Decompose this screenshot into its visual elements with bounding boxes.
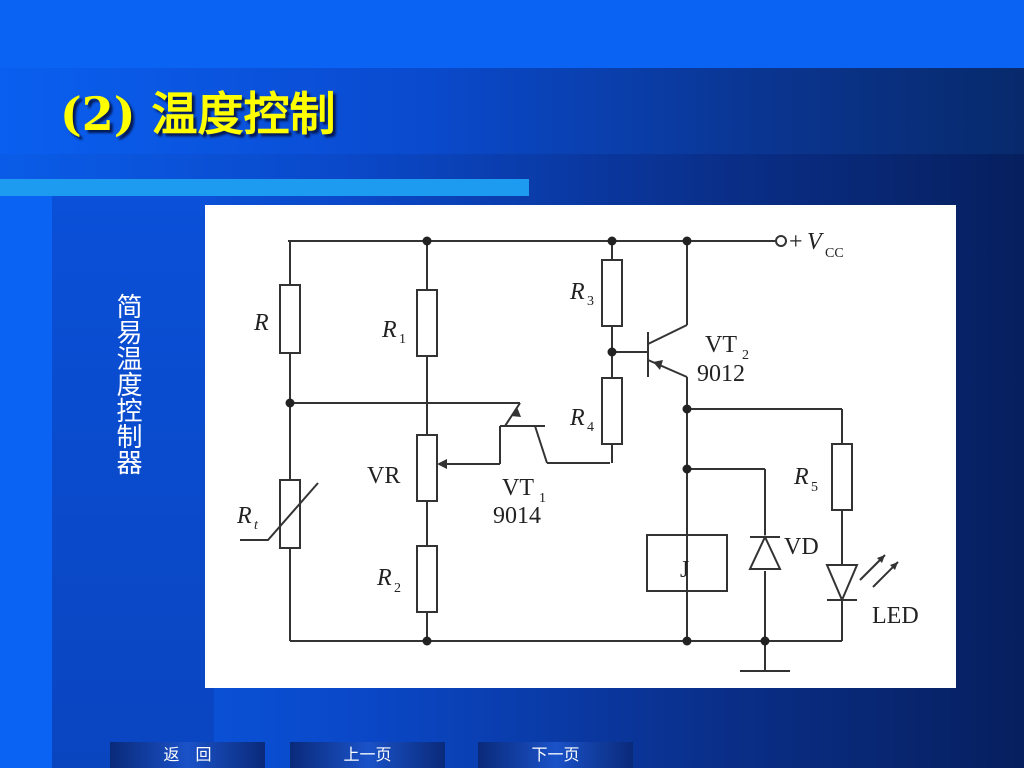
label-VD: VD [784,534,819,560]
label-VT2: VT [705,332,737,358]
label-VT2-model: 9012 [697,361,745,387]
label-vcc: V [807,229,824,255]
resistor-R2 [416,545,438,613]
label-R4-sub: 4 [587,420,594,435]
resistor-R4 [601,377,623,445]
resistor-R [279,284,301,354]
junction-dots [285,236,770,646]
label-R1: R [381,317,397,343]
back-button[interactable]: 返 回 [110,742,265,768]
accent-bar [0,179,529,196]
label-Rt: R [236,503,252,529]
label-vcc-plus: + [789,229,803,255]
label-R5: R [793,464,809,490]
diode-VD [748,534,782,570]
top-band [0,0,1024,68]
label-Rt-sub: t [254,518,259,533]
left-column [0,196,52,768]
vt1-emitter-arrow [511,407,521,417]
label-R3: R [569,279,585,305]
side-panel [52,196,214,768]
vcc-terminal [775,235,787,247]
vr-wiper-arrow [437,459,447,469]
label-VR: VR [367,463,400,489]
label-LED: LED [872,603,919,629]
label-VT1: VT [502,475,534,501]
label-VT1-sub: 1 [539,491,546,506]
resistor-R1 [416,289,438,357]
potentiometer-VR [416,434,438,502]
label-VT2-sub: 2 [742,348,749,363]
led-light-arrow-1 [877,555,885,563]
title-band [0,68,1024,154]
led-diode [825,564,859,603]
label-vcc-sub: CC [825,246,844,261]
label-R3-sub: 3 [587,294,594,309]
prev-page-button[interactable]: 上一页 [290,742,445,768]
label-VT1-model: 9014 [493,503,541,529]
resistor-R3 [601,259,623,327]
label-R5-sub: 5 [811,480,818,495]
label-R2: R [376,565,392,591]
vt2-emitter-arrow [653,360,663,370]
side-label: 简易温度控制器 [112,293,142,475]
relay-J [646,534,728,592]
label-R2-sub: 2 [394,581,401,596]
resistor-R5 [831,443,853,511]
label-R1-sub: 1 [399,332,406,347]
label-J: J [680,557,689,583]
circuit-diagram: R R 1 VR R 2 R t R 3 R 4 R 5 VT 1 9014 V… [205,205,956,688]
slide-title: (2) 温度控制 [60,87,336,141]
label-R4: R [569,405,585,431]
circuit-svg: R R 1 VR R 2 R t R 3 R 4 R 5 VT 1 9014 V… [236,229,919,672]
led-light-arrow-2 [890,562,898,570]
next-page-button[interactable]: 下一页 [478,742,633,768]
label-R: R [253,310,269,336]
